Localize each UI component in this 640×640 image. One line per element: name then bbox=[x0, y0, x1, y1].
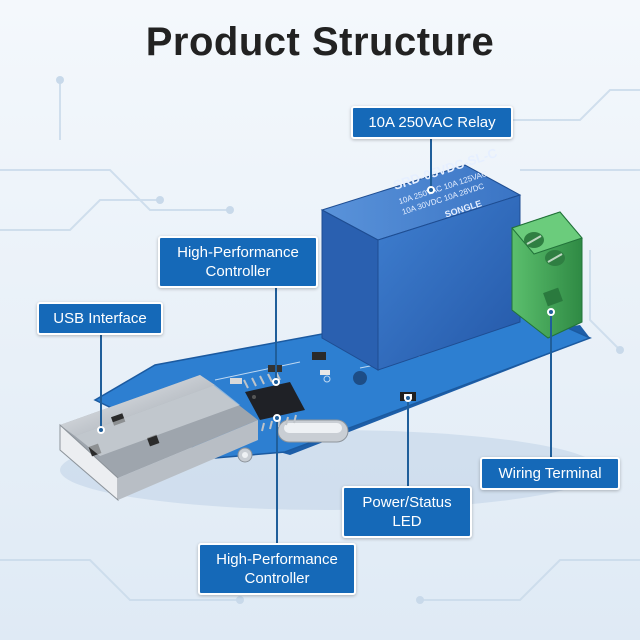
usb-connector bbox=[59, 375, 258, 502]
callout-controller-top-line2: Controller bbox=[205, 263, 271, 280]
callout-controller-bottom-line1: High-Performance bbox=[216, 551, 338, 568]
callout-terminal: Wiring Terminal bbox=[480, 457, 620, 490]
callout-controller-bottom: High-Performance Controller bbox=[198, 543, 356, 595]
callout-usb: USB Interface bbox=[37, 302, 163, 335]
callout-usb-text: USB Interface bbox=[53, 310, 147, 327]
leader-controller-bottom bbox=[276, 418, 278, 544]
leader-dot-led bbox=[404, 394, 412, 402]
relay: SRD-05VDC-SL-C 10A 250VAC 10A 125VAC 10A… bbox=[320, 145, 522, 371]
wiring-terminal bbox=[511, 211, 583, 339]
leader-usb bbox=[100, 334, 102, 430]
leader-dot-relay bbox=[427, 186, 435, 194]
leader-dot-terminal bbox=[547, 308, 555, 316]
callout-controller-top: High-Performance Controller bbox=[158, 236, 318, 288]
leader-terminal bbox=[550, 312, 552, 458]
controller-chip bbox=[243, 371, 305, 432]
leader-relay bbox=[430, 136, 432, 190]
callout-led: Power/Status LED bbox=[342, 486, 472, 538]
callout-led-line2: LED bbox=[392, 513, 422, 530]
callout-controller-bottom-line2: Controller bbox=[244, 570, 310, 587]
leader-dot-controller-bottom bbox=[273, 414, 281, 422]
leader-controller-top bbox=[275, 282, 277, 382]
background-trace-pads bbox=[56, 76, 624, 604]
leader-led bbox=[407, 398, 409, 486]
callout-relay-text: 10A 250VAC Relay bbox=[368, 114, 496, 131]
page-title: Product Structure bbox=[145, 20, 495, 64]
callout-led-line1: Power/Status bbox=[362, 494, 452, 511]
background-circuit-traces bbox=[0, 80, 640, 601]
crystal-oscillator bbox=[277, 419, 349, 443]
callout-controller-top-line1: High-Performance bbox=[177, 244, 299, 261]
leader-dot-controller-top bbox=[272, 378, 280, 386]
callout-relay: 10A 250VAC Relay bbox=[351, 106, 513, 139]
callout-terminal-text: Wiring Terminal bbox=[498, 465, 602, 482]
leader-dot-usb bbox=[97, 426, 105, 434]
